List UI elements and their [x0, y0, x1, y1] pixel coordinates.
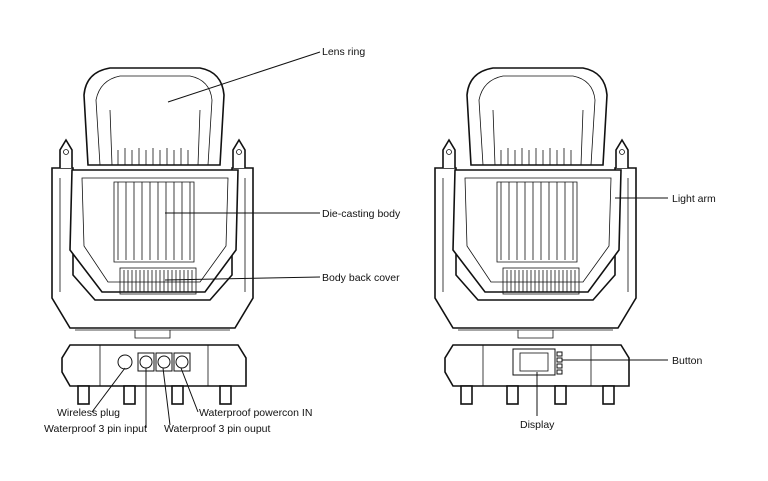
waterproof-powercon-in-port — [173, 352, 191, 372]
wireless-plug-port — [117, 354, 133, 370]
button-label: Button — [672, 355, 703, 367]
fixture-front-view — [51, 67, 254, 405]
waterproof-3pin-input-port — [137, 352, 155, 372]
waterproof-powercon-in-label: Waterproof powercon IN — [199, 407, 312, 419]
die-casting-body-label: Die-casting body — [322, 208, 401, 220]
display-label: Display — [520, 419, 555, 431]
fixture-back-view — [434, 67, 637, 405]
body-back-cover-label: Body back cover — [322, 272, 400, 284]
waterproof-3pin-output-port — [155, 352, 173, 372]
lens-ring-label: Lens ring — [322, 46, 365, 58]
leader-lines — [91, 51, 668, 428]
light-arm-label: Light arm — [672, 193, 716, 205]
wireless-plug-label: Wireless plug — [57, 407, 120, 419]
waterproof-3pin-input-label: Waterproof 3 pin input — [44, 423, 147, 435]
waterproof-3pin-output-label: Waterproof 3 pin ouput — [164, 423, 271, 435]
